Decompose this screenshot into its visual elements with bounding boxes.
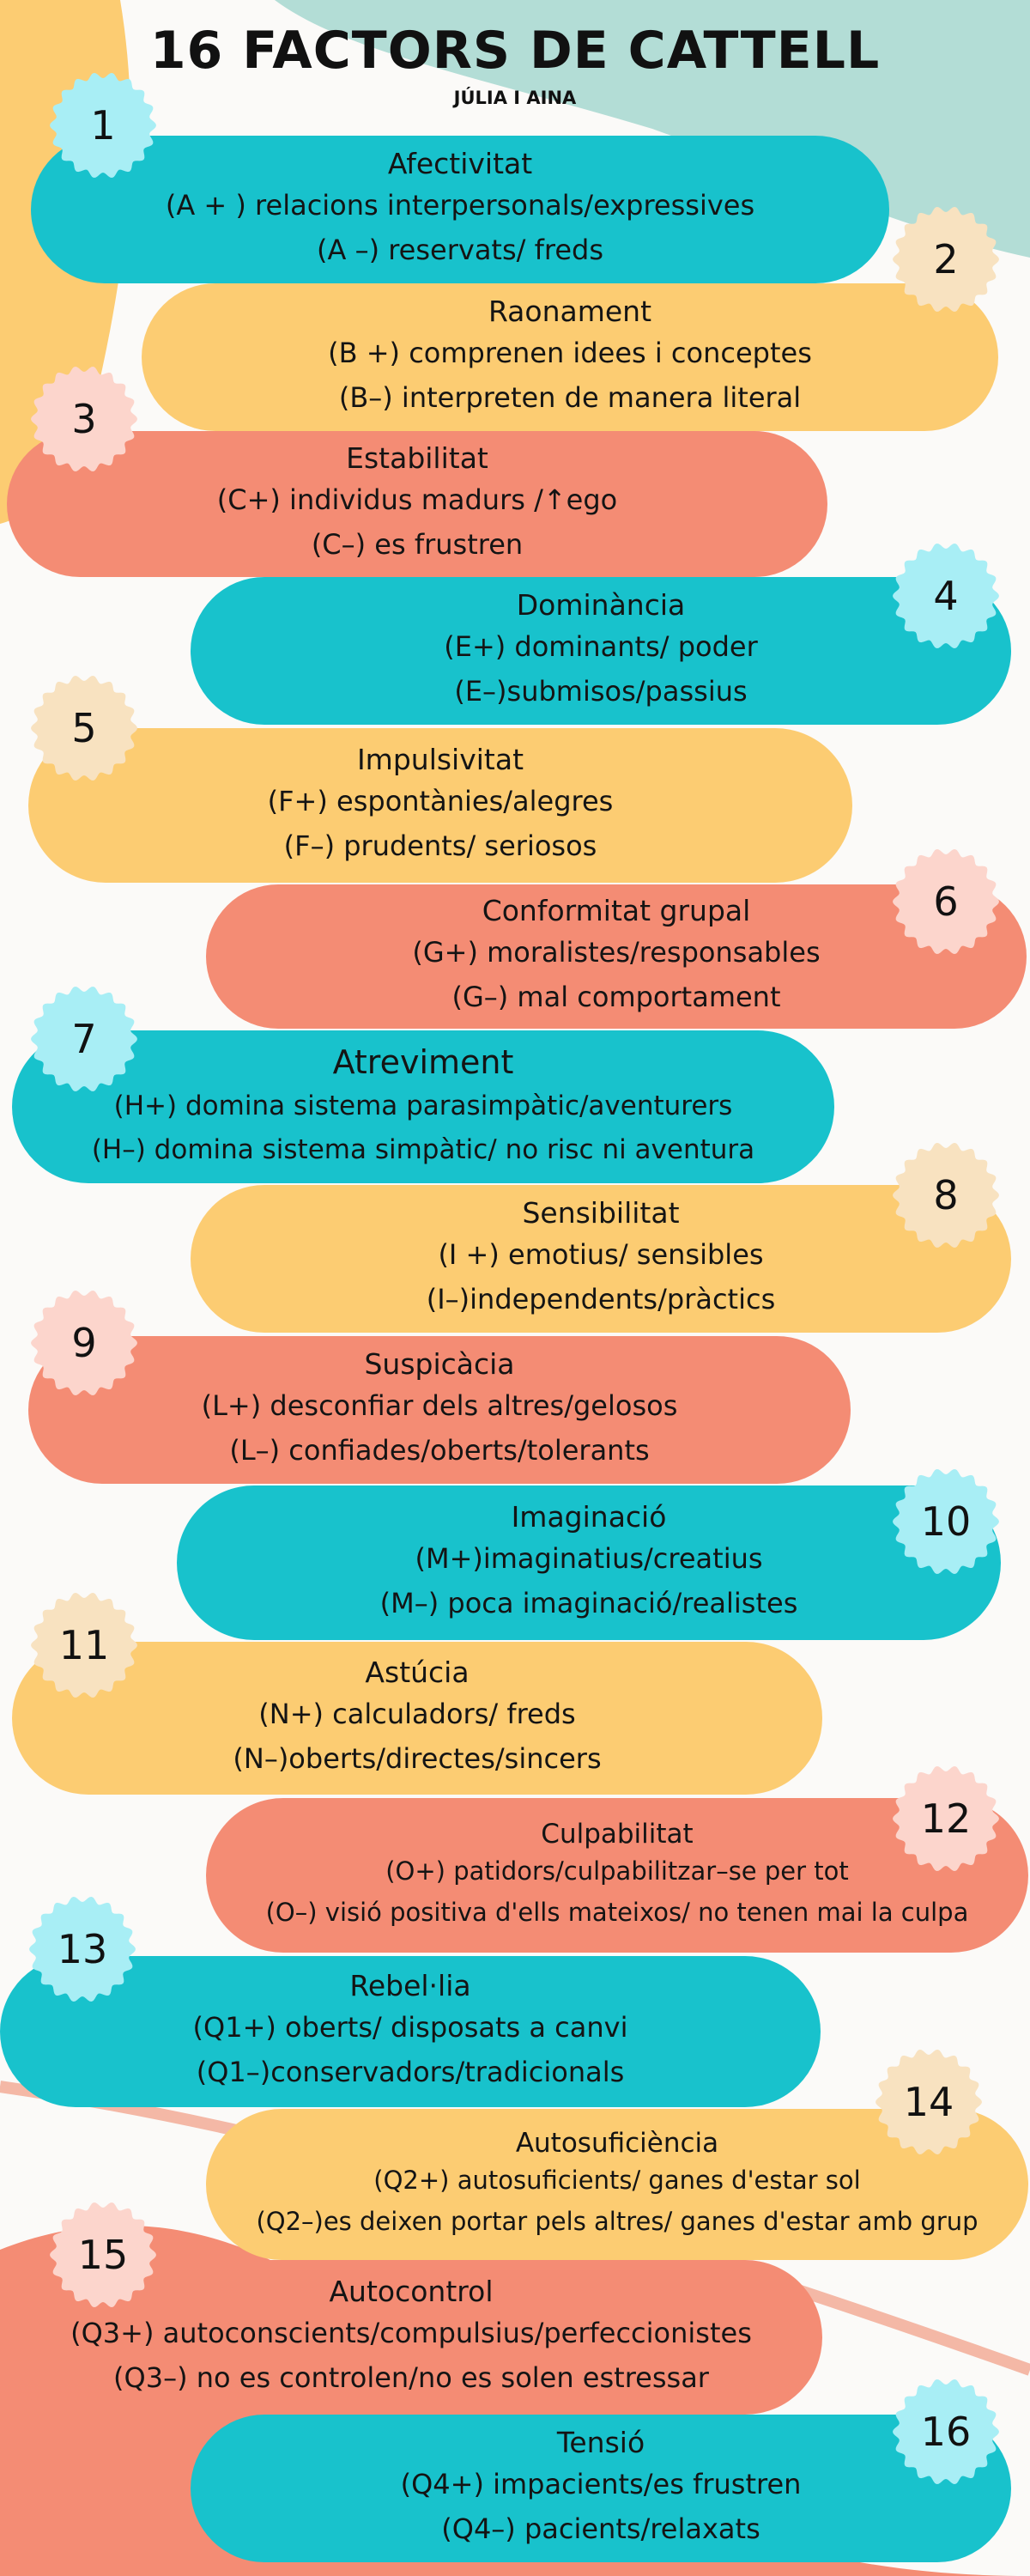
factor-card-3: Estabilitat (C+) individus madurs /↑ego … — [7, 431, 827, 577]
factor-number: 1 — [90, 102, 116, 149]
factor-name: Dominància — [516, 587, 686, 622]
factor-number: 15 — [77, 2232, 129, 2278]
factor-plus: (Q2+) autosuficients/ ganes d'estar sol — [373, 2166, 861, 2196]
factor-card-10: Imaginació (M+)imaginatius/creatius (M–)… — [177, 1485, 1001, 1640]
factor-plus: (F+) espontànies/alegres — [267, 784, 614, 817]
factor-number: 2 — [933, 236, 959, 283]
factor-plus: (L+) desconfiar dels altres/gelosos — [201, 1388, 678, 1422]
factor-number: 10 — [920, 1498, 972, 1545]
factor-plus: (Q1+) oberts/ disposats a canvi — [192, 2010, 628, 2044]
factor-number-badge-13: 13 — [27, 1894, 137, 2004]
factor-card-11: Astúcia (N+) calculadors/ freds (N–)ober… — [12, 1642, 822, 1795]
factor-number: 6 — [933, 878, 959, 925]
factor-number-badge-12: 12 — [891, 1764, 1001, 1874]
factor-card-9: Suspicàcia (L+) desconfiar dels altres/g… — [28, 1336, 851, 1484]
factor-card-12: Culpabilitat (O+) patidors/culpabilitzar… — [206, 1798, 1028, 1953]
factor-card-14: Autosuficiència (Q2+) autosuficients/ ga… — [206, 2109, 1028, 2260]
factor-minus: (M–) poca imaginació/realistes — [379, 1587, 798, 1620]
factor-name: Suspicàcia — [364, 1346, 515, 1381]
factor-minus: (Q1–)conservadors/tradicionals — [196, 2056, 625, 2089]
factor-number: 7 — [71, 1016, 97, 1062]
factor-name: Tensió — [556, 2425, 645, 2459]
factor-name: Estabilitat — [346, 440, 488, 475]
factor-number: 12 — [920, 1795, 972, 1842]
factor-card-2: Raonament (B +) comprenen idees i concep… — [142, 283, 998, 431]
factor-name: Autosuficiència — [515, 2128, 719, 2159]
factor-name: Autocontrol — [329, 2274, 494, 2308]
factor-plus: (H+) domina sistema parasimpàtic/aventur… — [113, 1090, 733, 1121]
factor-plus: (N+) calculadors/ freds — [258, 1697, 576, 1730]
factor-minus: (G–) mal comportament — [451, 981, 781, 1014]
factor-name: Culpabilitat — [541, 1819, 694, 1850]
factor-number: 14 — [903, 2079, 954, 2125]
factor-number: 16 — [920, 2409, 972, 2455]
factor-minus: (Q2–)es deixen portar pels altres/ ganes… — [256, 2207, 978, 2237]
factor-plus: (Q3+) autoconscients/compulsius/perfecci… — [70, 2316, 752, 2349]
factor-number-badge-10: 10 — [891, 1467, 1001, 1577]
factor-name: Afectivitat — [387, 146, 533, 180]
factor-number: 3 — [71, 396, 97, 442]
factor-plus: (C+) individus madurs /↑ego — [216, 483, 618, 516]
factor-name: Raonament — [488, 294, 652, 328]
factor-minus: (A –) reservats/ freds — [317, 234, 603, 267]
factor-card-13: Rebel·lia (Q1+) oberts/ disposats a canv… — [0, 1956, 821, 2107]
factor-plus: (B +) comprenen idees i conceptes — [328, 336, 812, 369]
factor-minus: (B–) interpreten de manera literal — [338, 381, 802, 415]
page-subtitle: JÚLIA I AINA — [453, 88, 577, 108]
factor-number: 13 — [57, 1926, 108, 1972]
factor-plus: (I +) emotius/ sensibles — [438, 1237, 764, 1271]
factor-number-badge-7: 7 — [29, 984, 139, 1094]
factor-plus: (A + ) relacions interpersonals/expressi… — [165, 188, 755, 222]
factor-number: 11 — [58, 1622, 110, 1668]
factor-card-1: Afectivitat (A + ) relacions interperson… — [31, 136, 889, 283]
factor-number-badge-2: 2 — [891, 204, 1001, 314]
factor-number-badge-6: 6 — [891, 847, 1001, 957]
factor-plus: (M+)imaginatius/creatius — [415, 1541, 763, 1575]
factor-number-badge-5: 5 — [29, 673, 139, 783]
factor-number-badge-16: 16 — [891, 2377, 1001, 2487]
factor-number-badge-15: 15 — [48, 2200, 158, 2310]
factor-card-6: Conformitat grupal (G+) moralistes/respo… — [206, 884, 1027, 1029]
factor-card-7: Atreviment (H+) domina sistema parasimpà… — [12, 1030, 834, 1183]
factor-number-badge-1: 1 — [48, 70, 158, 180]
factor-name: Astúcia — [365, 1655, 470, 1689]
factor-number: 4 — [933, 573, 959, 619]
factor-minus: (C–) es frustren — [311, 528, 524, 562]
factor-plus: (E+) dominants/ poder — [444, 629, 758, 663]
factor-card-5: Impulsivitat (F+) espontànies/alegres (F… — [28, 728, 852, 883]
factor-name: Impulsivitat — [356, 742, 524, 776]
factor-number-badge-8: 8 — [891, 1140, 1001, 1250]
factor-minus: (Q4–) pacients/relaxats — [441, 2512, 760, 2546]
factor-plus: (G+) moralistes/responsables — [412, 935, 821, 969]
factor-minus: (Q3–) no es controlen/no es solen estres… — [113, 2361, 709, 2395]
factor-minus: (N–)oberts/directes/sincers — [233, 1742, 602, 1776]
factor-name: Rebel·lia — [349, 1968, 471, 2002]
factor-name: Atreviment — [332, 1043, 514, 1082]
factor-number-badge-9: 9 — [29, 1288, 139, 1398]
factor-minus: (I–)independents/pràctics — [426, 1283, 776, 1316]
page-title: 16 FACTORS DE CATTELL — [149, 21, 881, 81]
factor-number: 5 — [71, 705, 97, 751]
factor-number-badge-4: 4 — [891, 541, 1001, 651]
factor-number-badge-11: 11 — [29, 1590, 139, 1700]
factor-plus: (Q4+) impacients/es frustren — [400, 2467, 802, 2500]
factor-minus: (L–) confiades/oberts/tolerants — [229, 1434, 650, 1467]
factor-minus: (F–) prudents/ seriosos — [283, 829, 597, 863]
factor-card-8: Sensibilitat (I +) emotius/ sensibles (I… — [191, 1185, 1011, 1333]
factor-minus: (H–) domina sistema simpàtic/ no risc ni… — [91, 1133, 755, 1165]
factor-number-badge-14: 14 — [874, 2047, 984, 2157]
factor-card-16: Tensió (Q4+) impacients/es frustren (Q4–… — [191, 2415, 1011, 2562]
factor-name: Imaginació — [511, 1499, 667, 1534]
factor-minus: (E–)submisos/passius — [454, 675, 748, 708]
factor-number: 9 — [71, 1320, 97, 1366]
factor-card-4: Dominància (E+) dominants/ poder (E–)sub… — [191, 577, 1011, 725]
factor-number-badge-3: 3 — [29, 364, 139, 474]
factor-minus: (O–) visió positiva d'ells mateixos/ no … — [265, 1898, 969, 1928]
factor-plus: (O+) patidors/culpabilitzar–se per tot — [385, 1856, 849, 1886]
factor-number: 8 — [933, 1172, 959, 1218]
factor-name: Conformitat grupal — [482, 893, 751, 927]
factor-name: Sensibilitat — [522, 1195, 680, 1230]
